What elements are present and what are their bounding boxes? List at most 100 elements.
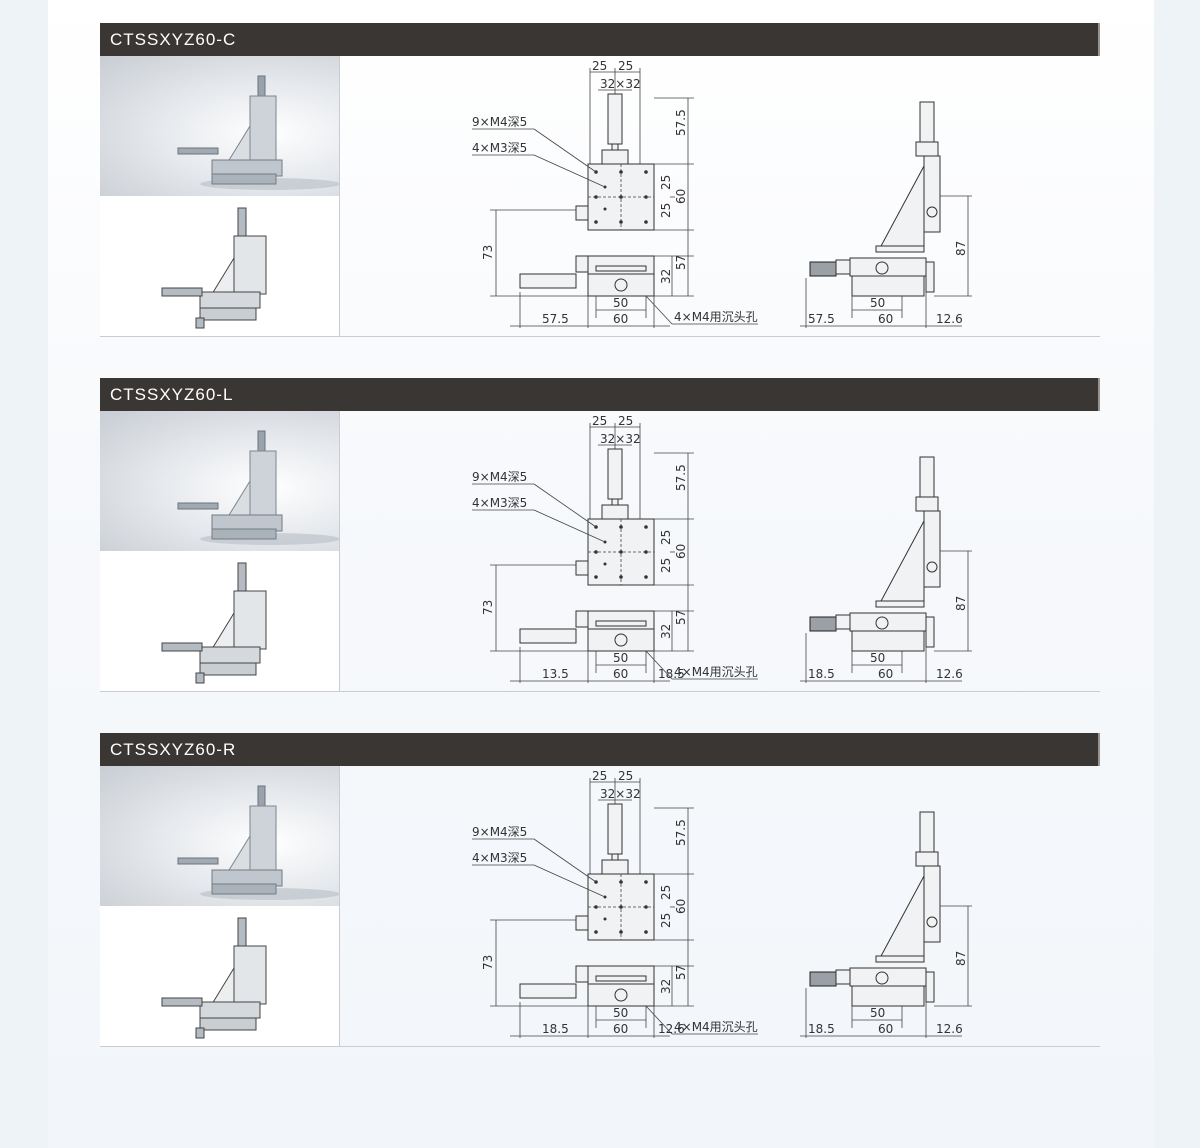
dim-side-left: 18.5: [808, 667, 835, 681]
dim-side-50: 50: [870, 651, 885, 665]
dim-73: 73: [481, 955, 495, 970]
dim-25-left: 25: [592, 59, 607, 73]
dimension-drawing: 25 25 32×32: [472, 414, 972, 683]
dim-side-50: 50: [870, 1006, 885, 1020]
side-view: 87 50 57.5 60 12.6: [800, 101, 972, 328]
section-header: CTSSXYZ60-L: [100, 378, 1100, 411]
dim-25-right: 25: [618, 769, 633, 783]
dim-25-side-upper: 25: [659, 175, 673, 190]
model-title: CTSSXYZ60-R: [110, 740, 237, 759]
dim-32x32: 32×32: [600, 432, 641, 446]
dim-73: 73: [481, 245, 495, 260]
label-4xm3: 4×M3深5: [472, 496, 527, 510]
label-counterbore: 4×M4用沉头孔: [674, 1020, 758, 1034]
dim-25-side-lower: 25: [659, 913, 673, 928]
product-photo-top: [100, 56, 339, 196]
column-divider: [339, 56, 340, 336]
stage-render-icon: [177, 75, 339, 190]
dim-side-60: 60: [878, 1022, 893, 1036]
dim-bottom-left: 57.5: [542, 312, 569, 326]
dim-side-60: 60: [878, 312, 893, 326]
dim-60-side: 60: [674, 899, 688, 914]
dim-bottom-60: 60: [613, 1022, 628, 1036]
stage-render-icon: [177, 430, 339, 545]
dim-25-side-lower: 25: [659, 203, 673, 218]
dim-25-left: 25: [592, 414, 607, 428]
dim-87: 87: [954, 596, 968, 611]
dimension-drawing: 25 25 32×32: [472, 59, 972, 328]
dim-73: 73: [481, 600, 495, 615]
dim-bottom-60: 60: [613, 312, 628, 326]
front-view: 25 25 32×32: [472, 59, 758, 328]
dim-57: 57: [674, 610, 688, 625]
product-photo-bottom: [100, 906, 339, 1046]
section-header: CTSSXYZ60-C: [100, 23, 1100, 56]
label-counterbore: 4×M4用沉头孔: [674, 665, 758, 679]
stage-render-icon: [161, 562, 267, 684]
label-9xm4: 9×M4深5: [472, 825, 527, 839]
stage-render-icon: [161, 207, 267, 329]
dim-57: 57: [674, 255, 688, 270]
column-divider: [339, 766, 340, 1046]
dimension-drawing: 25 25 32×32: [472, 769, 972, 1038]
dim-50: 50: [613, 1006, 628, 1020]
dim-32: 32: [659, 269, 673, 284]
dim-bottom-60: 60: [613, 667, 628, 681]
dim-25-left: 25: [592, 769, 607, 783]
dim-bottom-right: 12.6: [658, 1022, 685, 1036]
model-title: CTSSXYZ60-C: [110, 30, 237, 49]
dim-50: 50: [613, 296, 628, 310]
model-title: CTSSXYZ60-L: [110, 385, 234, 404]
stage-render-icon: [177, 785, 339, 900]
dim-25-side-upper: 25: [659, 530, 673, 545]
side-view: 87 50 18.5 60 12.6: [800, 811, 972, 1038]
dim-57-5-top: 57.5: [674, 109, 688, 136]
dim-60-side: 60: [674, 189, 688, 204]
dim-25-side-lower: 25: [659, 558, 673, 573]
product-photo-top: [100, 766, 339, 906]
dim-side-60: 60: [878, 667, 893, 681]
dim-bottom-left: 13.5: [542, 667, 569, 681]
label-9xm4: 9×M4深5: [472, 470, 527, 484]
dim-side-50: 50: [870, 296, 885, 310]
front-view: 25 25 32×32: [472, 769, 758, 1038]
dim-32: 32: [659, 624, 673, 639]
product-photo-top: [100, 411, 339, 551]
dim-57-5-top: 57.5: [674, 819, 688, 846]
section-header: CTSSXYZ60-R: [100, 733, 1100, 766]
dim-side-right: 12.6: [936, 312, 963, 326]
dim-bottom-left: 18.5: [542, 1022, 569, 1036]
technical-drawing: 25 25 32×32: [340, 766, 1100, 1046]
side-view: 87 50 18.5 60 12.6: [800, 456, 972, 683]
product-photo-bottom: [100, 551, 339, 691]
section-body: 25 25 32×32: [100, 766, 1100, 1047]
label-9xm4: 9×M4深5: [472, 115, 527, 129]
label-4xm3: 4×M3深5: [472, 141, 527, 155]
dim-side-right: 12.6: [936, 667, 963, 681]
dim-side-right: 12.6: [936, 1022, 963, 1036]
section-body: 25 25 32×32: [100, 411, 1100, 692]
dim-32: 32: [659, 979, 673, 994]
dim-bottom-right: 18.5: [658, 667, 685, 681]
technical-drawing: 25 25 32×32: [340, 56, 1100, 336]
dim-57-5-top: 57.5: [674, 464, 688, 491]
product-photo-bottom: [100, 196, 339, 336]
column-divider: [339, 411, 340, 691]
product-section-3: CTSSXYZ60-R: [100, 733, 1100, 1047]
label-counterbore: 4×M4用沉头孔: [674, 310, 758, 324]
dim-50: 50: [613, 651, 628, 665]
technical-drawing: 25 25 32×32: [340, 411, 1100, 691]
dim-25-right: 25: [618, 414, 633, 428]
dim-87: 87: [954, 241, 968, 256]
product-section-1: CTSSXYZ60-C: [100, 23, 1100, 337]
dim-25-side-upper: 25: [659, 885, 673, 900]
dim-32x32: 32×32: [600, 77, 641, 91]
dim-32x32: 32×32: [600, 787, 641, 801]
section-body: 25 25 32×32: [100, 56, 1100, 337]
front-view: 25 25 32×32: [472, 414, 758, 683]
product-section-2: CTSSXYZ60-L: [100, 378, 1100, 692]
dim-side-left: 57.5: [808, 312, 835, 326]
dim-60-side: 60: [674, 544, 688, 559]
label-4xm3: 4×M3深5: [472, 851, 527, 865]
dim-87: 87: [954, 951, 968, 966]
